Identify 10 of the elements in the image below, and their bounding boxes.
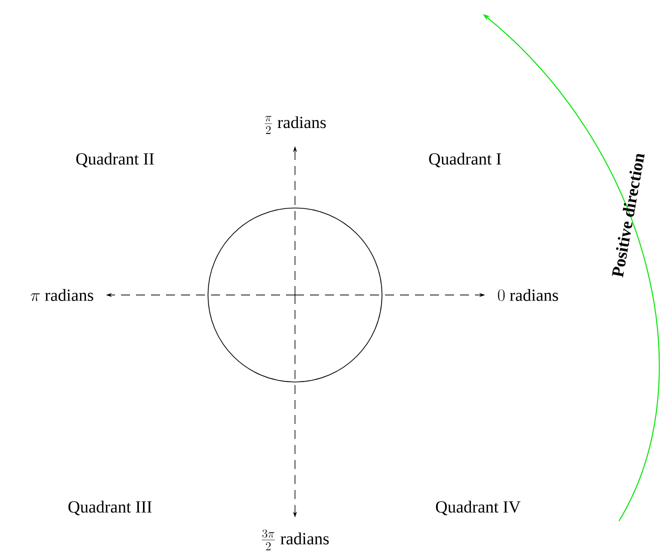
angle-label: $0\ \mbox{radians}$ xyxy=(498,289,558,302)
circle xyxy=(208,208,382,382)
quadrant-label: Quadrant I xyxy=(429,152,501,168)
angle-label: $\pi\ \mbox{radians}$ xyxy=(30,289,94,301)
angle-label: $\frac{\pi}{2}\ \mbox{radians}$ xyxy=(264,116,326,134)
quadrant-label: Quadrant II xyxy=(76,152,154,168)
quadrant-label: Quadrant III xyxy=(68,500,152,516)
direction-label: Positive direction xyxy=(612,154,645,278)
angle-label: $\frac{3\pi}{2}\ \mbox{radians}$ xyxy=(262,529,329,550)
quadrant-label: Quadrant IV xyxy=(436,500,521,516)
